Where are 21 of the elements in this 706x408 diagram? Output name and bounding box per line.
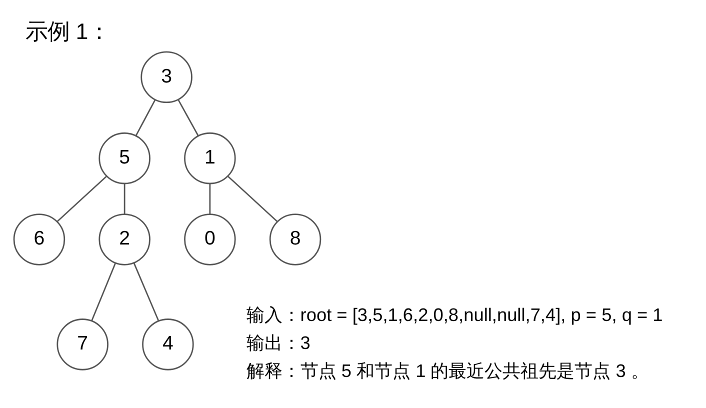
label: 输出：3 — [246, 332, 310, 353]
diagram-title: 示例 1： — [26, 18, 110, 44]
connector — [91, 262, 116, 321]
node-circle: 8 — [269, 213, 322, 265]
label: 输入：root = [3,5,1,6,2,0,8,null,null,7,4], p = 5, q = 1 — [246, 304, 663, 325]
node-circle: 1 — [184, 132, 236, 184]
connector — [228, 175, 278, 222]
node-circle: 6 — [13, 213, 66, 265]
connector — [124, 183, 126, 214]
node-circle: 2 — [98, 213, 150, 265]
connector — [135, 99, 156, 136]
node-circle: 0 — [184, 213, 236, 265]
connector — [209, 183, 211, 214]
node-circle: 4 — [142, 318, 194, 370]
node-circle: 5 — [98, 132, 150, 184]
connector — [178, 98, 199, 136]
node-circle: 3 — [140, 50, 192, 103]
label: 解释：节点 5 和节点 1 的最近公共祖先是节点 3 。 — [246, 360, 649, 381]
node-circle: 7 — [56, 318, 108, 370]
connector — [56, 175, 107, 222]
connector — [133, 262, 160, 321]
